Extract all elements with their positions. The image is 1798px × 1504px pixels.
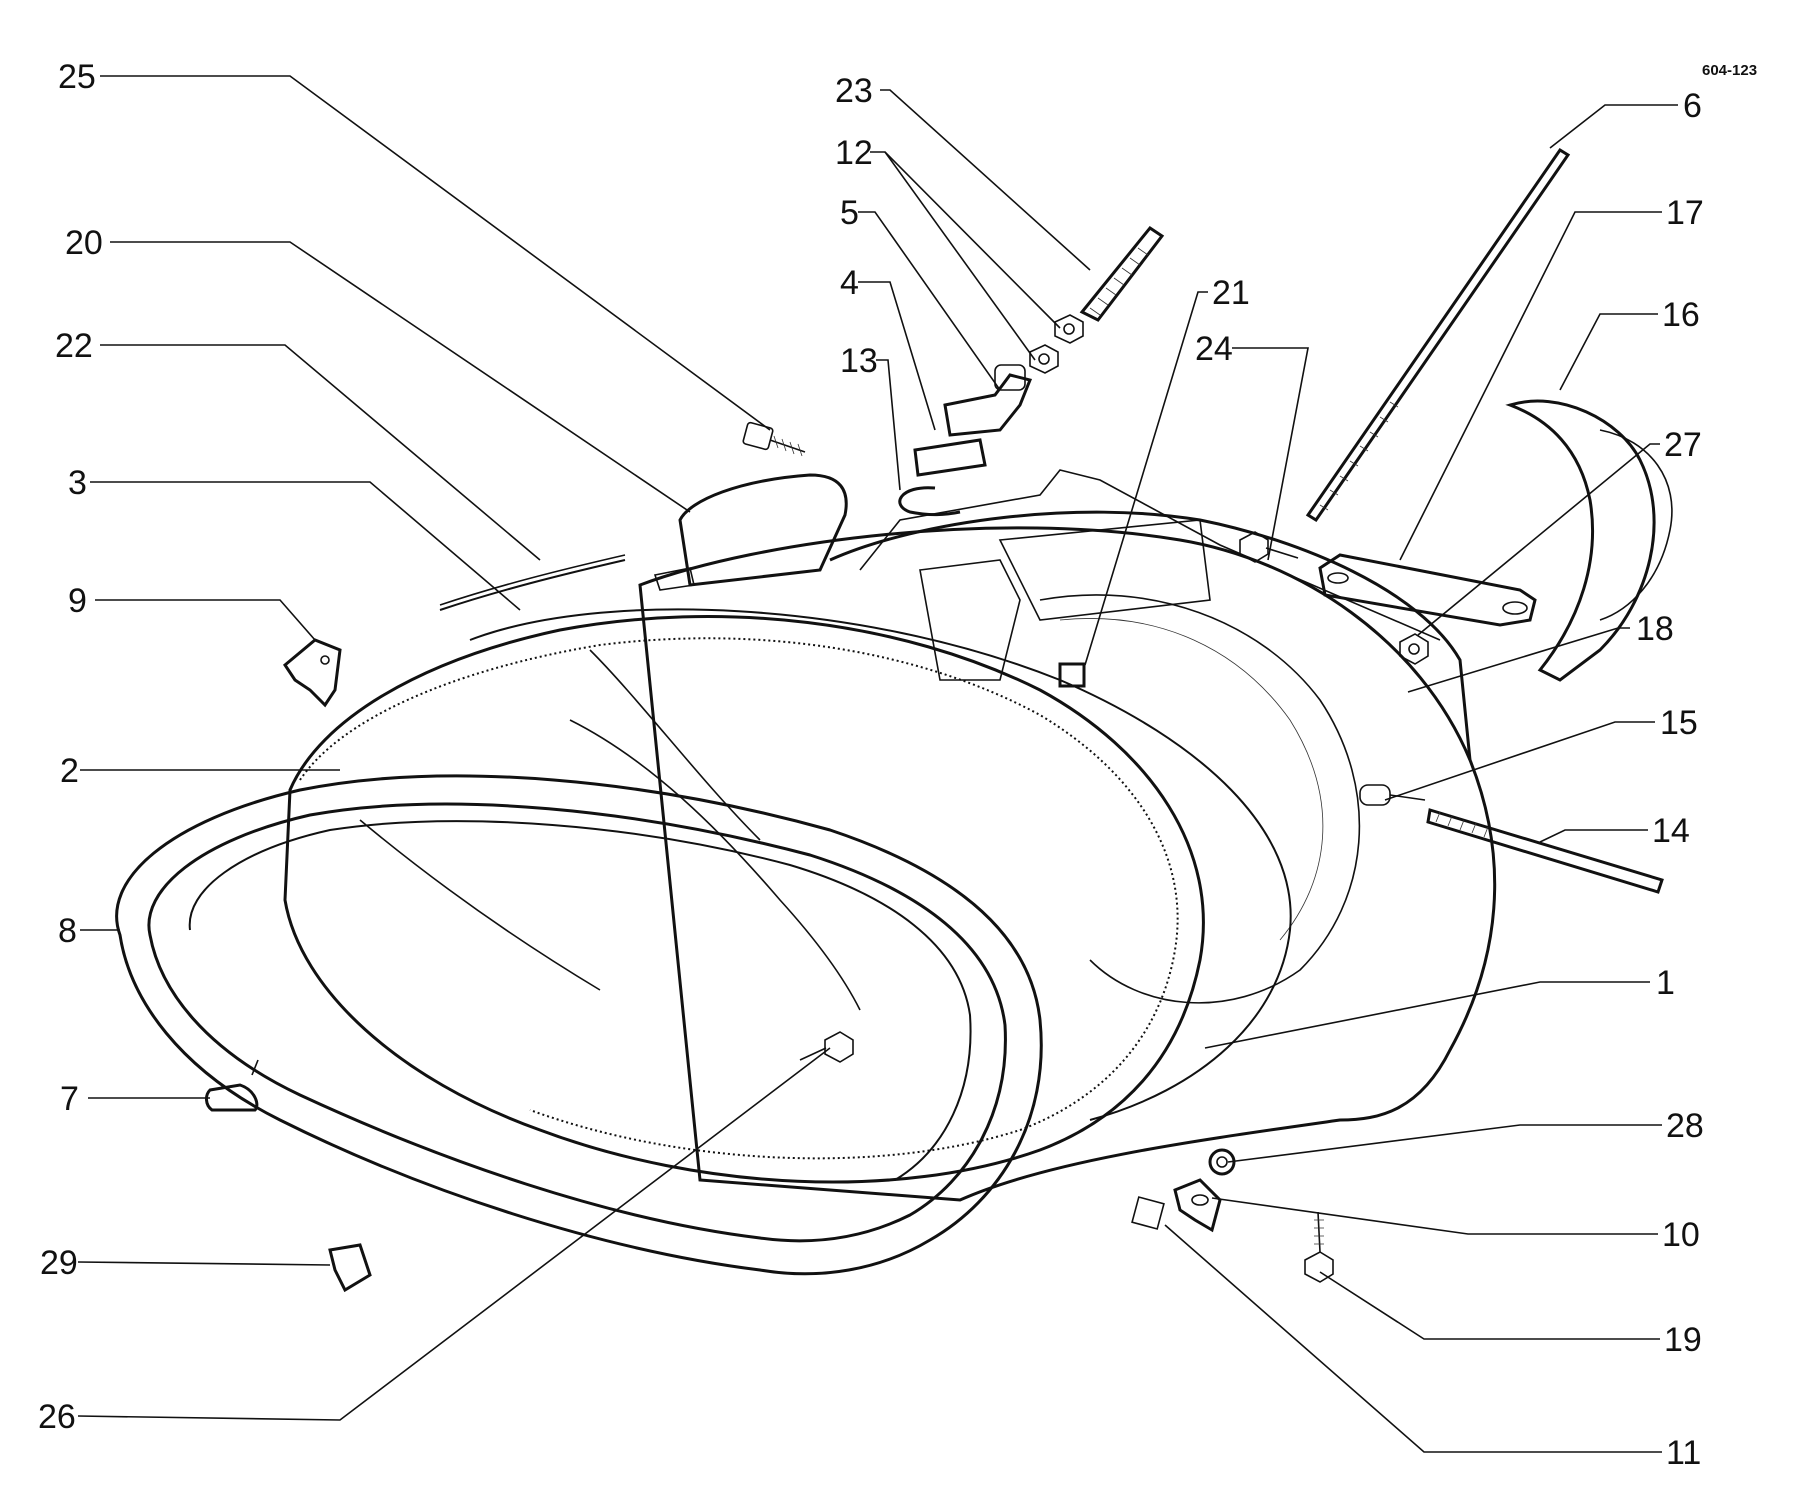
lens-glass-part xyxy=(283,615,1205,1184)
callout-12: 12 xyxy=(835,134,873,172)
callout-4: 4 xyxy=(840,264,859,302)
callout-11: 11 xyxy=(1666,1434,1701,1472)
callout-6: 6 xyxy=(1683,87,1702,125)
stud-23-part xyxy=(1079,225,1165,322)
callout-8: 8 xyxy=(58,912,77,950)
spring-clip-13-part xyxy=(898,486,961,517)
reflector-detail xyxy=(359,649,861,1011)
callout-27: 27 xyxy=(1664,426,1702,464)
callout-25: 25 xyxy=(58,58,96,96)
gasket-ring-3 xyxy=(469,608,1292,1121)
callout-24: 24 xyxy=(1195,330,1233,368)
gasket-strip-22 xyxy=(439,554,626,611)
adjuster-5-part xyxy=(943,364,1033,437)
leader-lines xyxy=(77,75,1678,1453)
bezel-ring-part xyxy=(115,774,1043,1276)
callout-26: 26 xyxy=(38,1398,76,1436)
callout-2: 2 xyxy=(60,752,79,790)
cap-16-part xyxy=(1505,399,1673,682)
callout-7: 7 xyxy=(60,1080,79,1118)
rod-14-part xyxy=(1426,808,1664,894)
clip-7-part xyxy=(205,1083,259,1112)
callout-23: 23 xyxy=(835,72,873,110)
callout-labels: 25 23 12 5 4 13 20 22 3 9 2 8 7 29 26 6 … xyxy=(38,58,1704,1472)
callout-9: 9 xyxy=(68,582,87,620)
callout-18: 18 xyxy=(1636,610,1674,648)
square-nut-21-part xyxy=(1058,662,1086,688)
callout-20: 20 xyxy=(65,224,103,262)
callout-10: 10 xyxy=(1662,1216,1700,1254)
callout-14: 14 xyxy=(1652,812,1690,850)
callout-22: 22 xyxy=(55,327,93,365)
callout-19: 19 xyxy=(1664,1321,1702,1359)
callout-17: 17 xyxy=(1666,194,1704,232)
callout-15: 15 xyxy=(1660,704,1698,742)
clip-9-part xyxy=(283,638,342,708)
pad-11-part xyxy=(1131,1196,1165,1230)
nut-27-part xyxy=(1399,633,1429,665)
headlamp-housing-part xyxy=(638,469,1497,1202)
rod-6-part xyxy=(1305,147,1571,523)
drawing-code: 604-123 xyxy=(1702,62,1757,79)
nut-28-part xyxy=(1208,1148,1236,1176)
callout-29: 29 xyxy=(40,1244,78,1282)
screw-25-part xyxy=(742,421,806,457)
callout-28: 28 xyxy=(1666,1107,1704,1145)
callout-3: 3 xyxy=(68,464,87,502)
screw-26-part xyxy=(799,1031,854,1063)
nuts-12-part xyxy=(1029,314,1084,374)
callout-13: 13 xyxy=(840,342,878,380)
bracket-10-part xyxy=(1173,1178,1222,1233)
callout-16: 16 xyxy=(1662,296,1700,334)
clip-29-part xyxy=(328,1243,372,1293)
screw-15-part xyxy=(1359,784,1426,806)
callout-5: 5 xyxy=(840,194,859,232)
bracket-17-part xyxy=(1318,553,1537,627)
bolt-19-part xyxy=(1304,1211,1334,1283)
callout-1: 1 xyxy=(1656,964,1675,1002)
callout-21: 21 xyxy=(1212,274,1250,312)
pad-4-part xyxy=(913,438,987,477)
bolt-24-part xyxy=(1239,531,1299,563)
cover-plate-20-part xyxy=(653,473,848,591)
